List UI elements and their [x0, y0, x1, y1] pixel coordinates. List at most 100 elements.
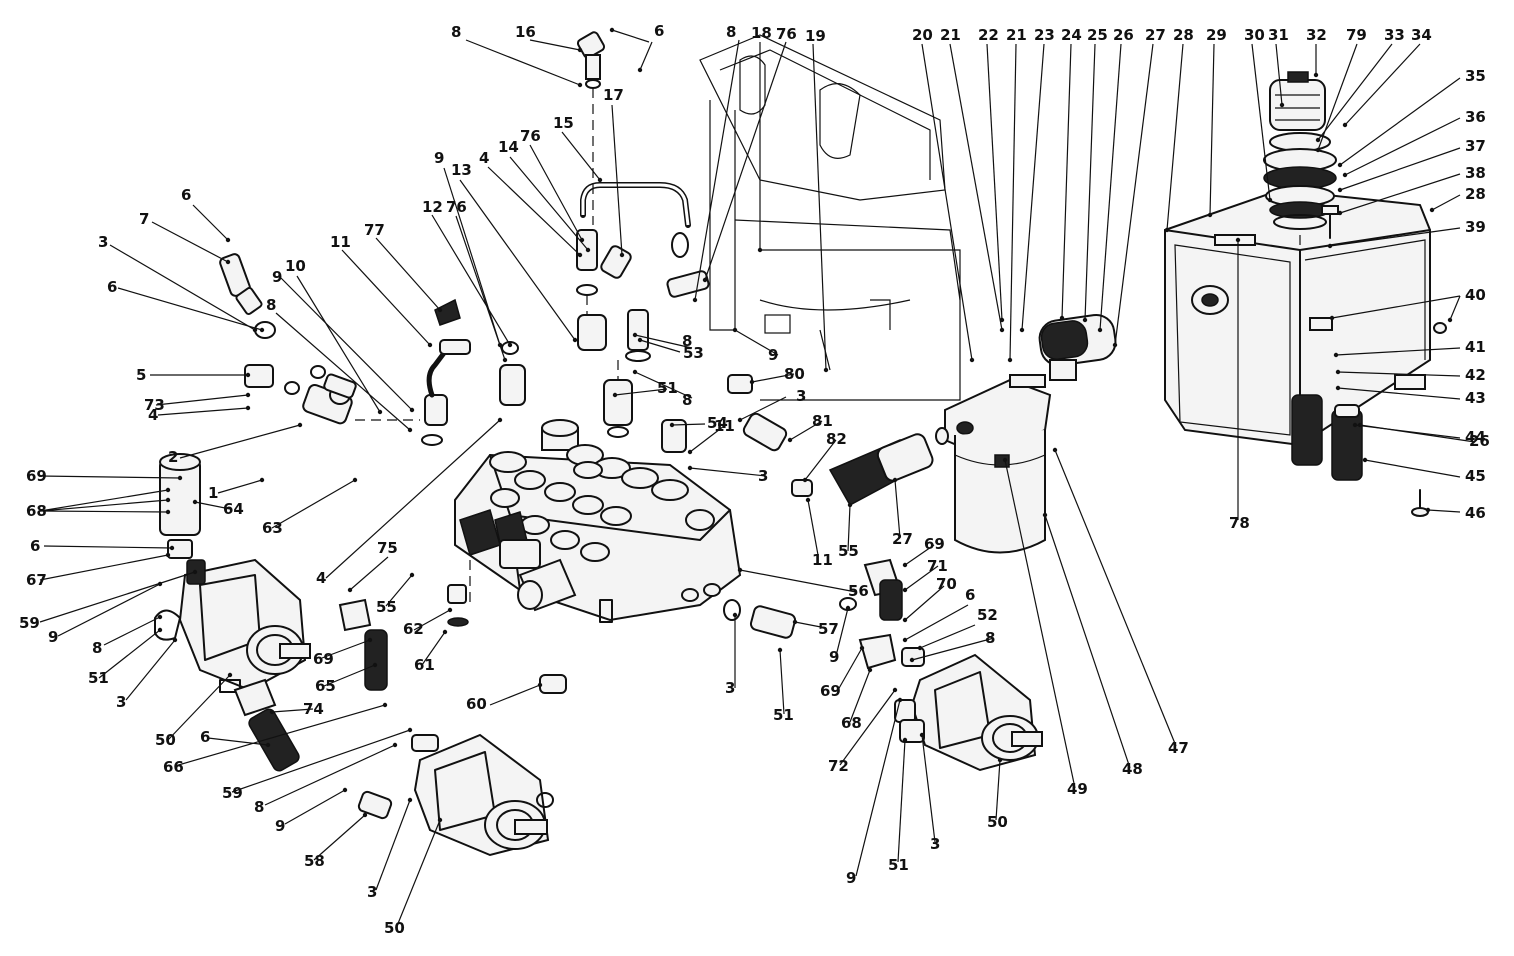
leader-dot [165, 552, 171, 558]
callout-50: 50 [987, 813, 1008, 831]
callout-81: 81 [812, 412, 833, 430]
callout-6: 6 [181, 186, 191, 204]
leader-dot [1059, 315, 1065, 321]
callout-39: 39 [1465, 218, 1486, 236]
leader-dot [1164, 227, 1170, 233]
callout-3: 3 [367, 883, 377, 901]
callout-69: 69 [313, 650, 334, 668]
leader-line [431, 214, 511, 346]
callout-73: 73 [144, 396, 165, 414]
callout-9: 9 [829, 648, 839, 666]
hydraulic-pump-center [413, 733, 554, 857]
leader-line [231, 729, 411, 793]
tank-bracket-hardware [1309, 205, 1447, 517]
callout-24: 24 [1061, 26, 1082, 44]
leader-line [264, 744, 396, 806]
leader-line [509, 156, 589, 251]
leader-line [614, 388, 668, 396]
leader-dot [1352, 422, 1358, 428]
leader-line [296, 275, 381, 413]
leader-line [1339, 77, 1461, 166]
callout-69: 69 [26, 467, 47, 485]
leader-line [396, 819, 441, 927]
callout-51: 51 [88, 669, 109, 687]
leader-line [835, 607, 849, 657]
leader-line [1449, 295, 1461, 321]
callout-26: 26 [1113, 26, 1134, 44]
leader-line [174, 704, 386, 767]
callout-75: 75 [377, 539, 398, 557]
leader-line [921, 43, 973, 361]
leader-dot [165, 497, 171, 503]
callout-41: 41 [1465, 338, 1486, 356]
leader-line [894, 479, 901, 539]
callout-6: 6 [30, 537, 40, 555]
filter-head-and-canister [944, 374, 1052, 554]
callout-40: 40 [1465, 286, 1486, 304]
leader-line [734, 329, 779, 356]
fittings-right [447, 374, 857, 694]
callout-3: 3 [796, 387, 806, 405]
leader-dot [577, 47, 583, 53]
leader-dot [1425, 507, 1431, 513]
leader-dot [392, 742, 398, 748]
leader-dot [897, 697, 903, 703]
filter-element-and-hose [828, 313, 1117, 507]
leader-dot [1267, 197, 1273, 203]
leader-dot [192, 569, 198, 575]
callout-14: 14 [498, 138, 519, 156]
callout-4: 4 [479, 149, 489, 167]
leader-line [459, 179, 576, 341]
callout-49: 49 [1067, 780, 1088, 798]
callout-38: 38 [1465, 164, 1486, 182]
leader-line [103, 616, 161, 646]
leader-dot [1019, 327, 1025, 333]
leader-dot [265, 742, 271, 748]
callout-55: 55 [376, 598, 397, 616]
callout-6: 6 [965, 586, 975, 604]
leader-dot [1335, 385, 1341, 391]
leader-line [117, 287, 263, 331]
leader-line [1114, 43, 1154, 346]
leader-line [192, 204, 229, 241]
leader-dot [172, 637, 178, 643]
leader-dot [737, 417, 743, 423]
callout-80: 80 [784, 365, 805, 383]
leader-line [751, 373, 795, 383]
callout-8: 8 [682, 332, 692, 350]
callout-33: 33 [1384, 26, 1405, 44]
callout-23: 23 [1034, 26, 1055, 44]
leader-dot [909, 657, 915, 663]
leader-line [39, 499, 169, 512]
leader-dot [1112, 342, 1118, 348]
callout-8: 8 [451, 23, 461, 41]
leader-line [611, 29, 650, 43]
leader-dot [245, 372, 251, 378]
leader-dot [1042, 512, 1048, 518]
leader-line [151, 221, 229, 263]
leader-dot [609, 27, 615, 33]
callout-16: 16 [515, 23, 536, 41]
leader-dot [1315, 137, 1321, 143]
callout-29: 29 [1206, 26, 1227, 44]
callout-3: 3 [116, 693, 126, 711]
callout-50: 50 [155, 731, 176, 749]
leader-dot [805, 497, 811, 503]
leader-dot [619, 252, 625, 258]
callout-45: 45 [1465, 467, 1486, 485]
leader-line [39, 554, 169, 581]
leader-dot [437, 307, 443, 313]
leader-line [125, 639, 176, 701]
leader-line [689, 425, 725, 453]
fittings-right-pump-lines [858, 558, 925, 743]
leader-line [323, 664, 376, 687]
leader-dot [269, 709, 275, 715]
control-valve-assembly [454, 419, 742, 623]
leader-dot [352, 477, 358, 483]
leader-dot [802, 477, 808, 483]
leader-line [1339, 147, 1461, 191]
leader-line [1209, 43, 1215, 216]
leader-dot [732, 612, 738, 618]
leader-line [275, 312, 411, 431]
